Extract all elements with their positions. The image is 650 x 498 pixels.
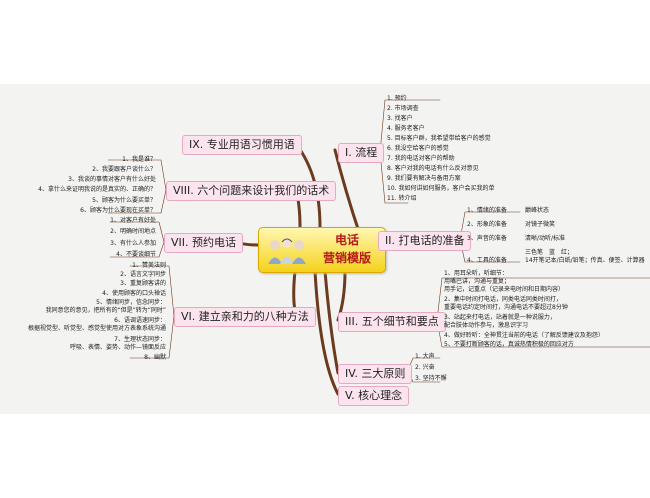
branch-6-rapport[interactable]: VI. 建立亲和力的八种方法	[174, 307, 316, 327]
b6-leaf-1: 1、赞美法则	[132, 262, 166, 269]
b2-leaf-4: 4、工具的准备	[467, 257, 507, 264]
b3-leaf-1: 1、用耳朵听，听细节：	[444, 270, 508, 277]
b4-leaf-2: 2. 兴奋	[415, 364, 435, 371]
b1-leaf-10: 10. 我如何讲如何服务，客户会买我的单	[387, 185, 495, 192]
b3-leaf-8: 4、做好聆听：全神贯注当前的电话（了解反馈建议及抱怨）	[444, 332, 604, 339]
branch-1-process[interactable]: I. 流程	[338, 143, 385, 163]
b6-leaf-5: 5、情绪同步，信念同步：	[96, 299, 166, 306]
b3-leaf-4: 2、集中时间打电话，同类电话同类时间打，	[444, 296, 562, 303]
b2-leaf-2: 2、形象的准备	[467, 221, 507, 228]
b3-leaf-9: 5、不要打断顾客的话，真诚热情积极的回应对方	[444, 341, 574, 348]
b8-leaf-3: 3、我谈的事情对客户有什么好处	[68, 176, 156, 183]
b2-note-4: 三色笔 蓝 红；	[525, 249, 574, 256]
b8-leaf-4: 4、拿什么来证明我说的是真实的、正确的？	[38, 186, 156, 193]
b6-leaf-3: 3、重复顾客讲的	[120, 280, 166, 287]
b4-leaf-3: 3. 坚持不懈	[415, 375, 447, 382]
branch-3-details[interactable]: III. 五个细节和要点	[338, 312, 446, 332]
b1-leaf-3: 3. 找客户	[387, 115, 413, 122]
b2-leaf-1: 1、情绪的准备	[467, 207, 507, 214]
b1-leaf-5: 5. 目标客户群，我希望带给客户的感觉	[387, 135, 491, 142]
branch-5-core-idea[interactable]: V. 核心理念	[338, 386, 410, 406]
b6-leaf-9: 7、生理状态同步：	[114, 336, 166, 343]
center-node[interactable]: 电话 营销模版	[258, 227, 386, 273]
b1-leaf-11: 11. 转介绍	[387, 195, 417, 202]
b6-leaf-11: 8、幽默	[144, 354, 166, 361]
b3-leaf-7: 配合肢体动作参与，激息识字习	[444, 322, 529, 329]
branch-9-terminology[interactable]: IX. 专业用语习惯用语	[182, 135, 302, 155]
b8-leaf-6: 6、顾客为什么要现在买单？	[80, 207, 156, 214]
b6-leaf-4: 4、使用顾客的口头禅话	[102, 290, 166, 297]
b2-note-3: 清晰/动听/标准	[525, 235, 566, 242]
branch-4-principles[interactable]: IV. 三大原则	[338, 364, 413, 384]
b2-note-2: 对镜子微笑	[525, 221, 556, 228]
b2-note-1: 巅峰状态	[525, 207, 550, 214]
b6-leaf-8: 根据视觉型、听觉型、感觉型使用对方表象系统沟通	[27, 325, 166, 332]
connector-b5	[313, 269, 340, 396]
b1-leaf-9: 9. 我们要有解决与备用方案	[387, 175, 461, 182]
b7-leaf-1: 1、对客户有好处	[110, 217, 156, 224]
center-title-line2: 营销模版	[322, 251, 371, 265]
b3-leaf-6: 3、站起来打电话，站着就是一种说服力，	[444, 314, 556, 321]
b3-leaf-3: 用手记，记重点（记录来电时间和日期内容）	[444, 286, 565, 293]
b6-leaf-6: 我同意您的意见，把所有的“但是”转为“同时”	[45, 307, 166, 314]
branch-2-preparation[interactable]: II. 打电话的准备	[378, 231, 472, 251]
b3-leaf-5: 重要电话约定时间打，沟通电话不要超过8分钟	[444, 304, 568, 311]
b2-leaf-3: 3、声音的准备	[467, 235, 507, 242]
b8-leaf-1: 1、我是谁？	[122, 156, 156, 163]
b1-leaf-6: 6. 我没空给客户的感觉	[387, 145, 449, 152]
b2-note-5: 14开笔记本/白纸/铅笔；传真、便签、计算器	[525, 257, 645, 264]
b3-leaf-2: 用嘴巴讲，沟通与重复；	[444, 278, 511, 285]
b6-leaf-10: 呼吸、表情、姿势、动作—镜面反应	[69, 344, 166, 351]
connector-b1	[333, 148, 362, 237]
b1-leaf-1: 1. 预约	[387, 95, 407, 102]
b6-leaf-2: 2、语言文字同步	[120, 271, 166, 278]
b8-leaf-5: 5、顾客为什么要买单？	[92, 197, 156, 204]
b1-leaf-4: 4. 服务老客户	[387, 125, 425, 132]
b1-leaf-7: 7. 我的电话对客户的帮助	[387, 155, 455, 162]
branch-7-appointment[interactable]: VII. 预约电话	[164, 233, 244, 253]
b7-leaf-4: 4、不要谈细节	[116, 251, 156, 258]
b1-leaf-2: 2. 市场调查	[387, 105, 419, 112]
branch-8-six-questions[interactable]: VIII. 六个问题来设计我们的话术	[166, 181, 337, 201]
connector-b4	[323, 269, 340, 375]
b6-leaf-7: 6、语调语速同步：	[114, 317, 166, 324]
call-center-people-icon	[268, 238, 306, 264]
b7-leaf-2: 2、明确时间地点	[110, 228, 156, 235]
b4-leaf-1: 1. 大声	[415, 353, 435, 360]
center-title-line1: 电话	[334, 233, 359, 247]
b1-leaf-8: 8. 客户对我的电话有什么反对意见	[387, 165, 479, 172]
b7-leaf-3: 3、有什么人参加	[110, 240, 156, 247]
b8-leaf-2: 2、我要跟客户谈什么？	[92, 166, 156, 173]
